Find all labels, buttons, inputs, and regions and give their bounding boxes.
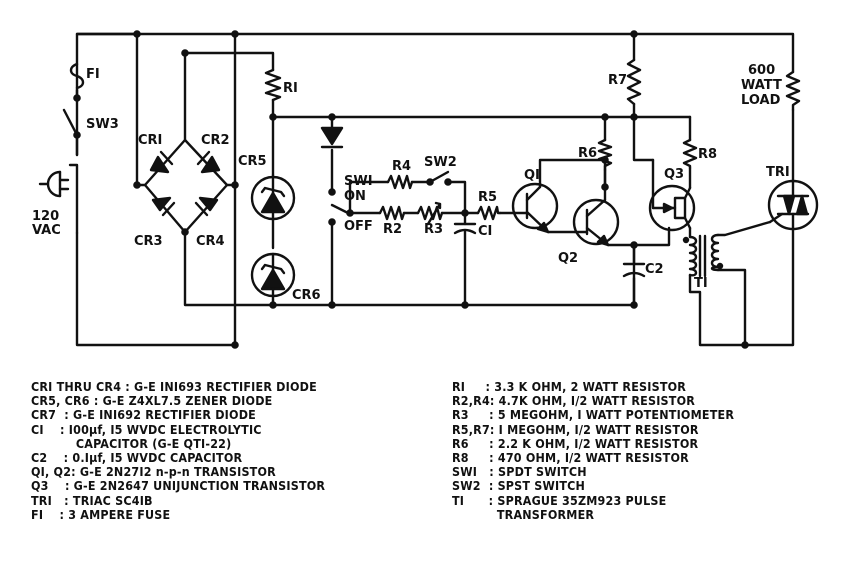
parts-list-entry: QI, Q2: G-E 2N27I2 n-p-n TRANSISTOR bbox=[31, 464, 276, 480]
parts-list-entry: TI : SPRAGUE 35ZM923 PULSE bbox=[452, 492, 667, 508]
parts-list-entry: R2,R4: 4.7K OHM, I/2 WATT RESISTOR bbox=[452, 393, 696, 409]
diode-cr4 bbox=[194, 196, 219, 217]
label-sw3: SW3 bbox=[86, 117, 119, 132]
parts-list-entry: CR5, CR6 : G-E Z4XL7.5 ZENER DIODE bbox=[31, 393, 273, 409]
load-symbol bbox=[785, 70, 801, 112]
label-cr2: CR2 bbox=[201, 133, 230, 148]
label-supply-voltage: 120 bbox=[32, 209, 59, 224]
parts-list-entry: RI : 3.3 K OHM, 2 WATT RESISTOR bbox=[452, 379, 687, 394]
parts-list-entry: C2 : 0.Iµf, I5 WVDC CAPACITOR bbox=[31, 450, 243, 466]
zener-cr5-symbol bbox=[250, 173, 296, 222]
parts-list-entry: R5,R7: I MEGOHM, I/2 WATT RESISTOR bbox=[452, 421, 699, 437]
parts-list-left-column: CRI THRU CR4 : G-E INI693 RECTIFIER DIOD… bbox=[31, 379, 451, 522]
resistor-r1-symbol bbox=[264, 68, 282, 121]
label-r8: R8 bbox=[698, 147, 717, 162]
resistor-r5-symbol bbox=[476, 205, 502, 221]
label-cr4: CR4 bbox=[196, 234, 225, 249]
triac-tr1-symbol bbox=[767, 178, 819, 232]
resistor-r2-symbol bbox=[378, 205, 406, 221]
label-r2: R2 bbox=[383, 222, 402, 237]
label-q3: Q3 bbox=[664, 167, 684, 182]
label-supply-unit: VAC bbox=[32, 223, 61, 238]
label-load-line2: WATT bbox=[741, 78, 782, 93]
label-sw2: SW2 bbox=[424, 155, 457, 170]
parts-list-entry: FI : 3 AMPERE FUSE bbox=[31, 506, 171, 522]
label-sw1-off: OFF bbox=[344, 219, 373, 234]
label-r5: R5 bbox=[478, 190, 497, 205]
label-load-line3: LOAD bbox=[741, 93, 781, 108]
parts-list-entry: CI : I00µf, I5 WVDC ELECTROLYTIC bbox=[31, 421, 262, 437]
diode-cr1 bbox=[149, 150, 174, 174]
parts-list-entry: SWI : SPDT SWITCH bbox=[452, 464, 587, 480]
parts-list-entry: CRI THRU CR4 : G-E INI693 RECTIFIER DIOD… bbox=[31, 379, 317, 394]
diode-cr2 bbox=[196, 150, 221, 174]
parts-list-entry: TRANSFORMER bbox=[452, 506, 595, 522]
parts-list-entry: Q3 : G-E 2N2647 UNIJUNCTION TRANSISTOR bbox=[31, 478, 326, 494]
label-r3: R3 bbox=[424, 222, 443, 237]
zener-cr6-symbol bbox=[250, 252, 296, 302]
transformer-t1-symbol bbox=[682, 233, 724, 278]
transistor-q2-symbol bbox=[572, 183, 620, 247]
label-sw1: SWI bbox=[344, 174, 373, 189]
label-r4: R4 bbox=[392, 159, 411, 174]
parts-list-entry: CR7 : G-E INI692 RECTIFIER DIODE bbox=[31, 407, 256, 423]
capacitor-c2-symbol bbox=[622, 241, 646, 309]
label-cr3: CR3 bbox=[134, 234, 163, 249]
label-c1: CI bbox=[478, 224, 492, 239]
diode-cr7-symbol bbox=[320, 113, 344, 309]
parts-list-entry: TRI : TRIAC SC4IB bbox=[31, 492, 153, 508]
label-tr1: TRI bbox=[766, 165, 790, 180]
bridge-rectifier bbox=[133, 49, 239, 236]
parts-list-entry: SW2 : SPST SWITCH bbox=[452, 478, 586, 494]
parts-list-entry: R6 : 2.2 K OHM, I/2 WATT RESISTOR bbox=[452, 435, 699, 451]
fuse-f1-symbol bbox=[69, 62, 85, 90]
resistor-r7-symbol bbox=[626, 58, 642, 121]
parts-list: CRI THRU CR4 : G-E INI693 RECTIFIER DIOD… bbox=[0, 372, 859, 572]
label-c2: C2 bbox=[645, 262, 664, 277]
parts-list-entry: R3 : 5 MEGOHM, I WATT POTENTIOMETER bbox=[452, 407, 735, 423]
label-sw1-on: ON bbox=[344, 189, 366, 204]
resistor-r4-symbol bbox=[386, 174, 414, 190]
potentiometer-r3-symbol bbox=[416, 201, 444, 226]
label-t1: TI bbox=[694, 276, 708, 291]
label-cr1: CRI bbox=[138, 133, 162, 148]
label-q2: Q2 bbox=[558, 251, 578, 266]
ujt-q3-symbol bbox=[648, 158, 696, 232]
label-f1: FI bbox=[86, 67, 100, 82]
circuit-wires bbox=[75, 32, 795, 347]
label-r7: R7 bbox=[608, 73, 627, 88]
switch-sw3-symbol bbox=[62, 88, 81, 157]
label-r1: RI bbox=[283, 81, 298, 96]
parts-list-right-column: RI : 3.3 K OHM, 2 WATT RESISTOR R2,R4: 4… bbox=[452, 379, 852, 522]
switch-sw1-symbol bbox=[328, 188, 354, 226]
capacitor-c1-symbol bbox=[453, 209, 477, 309]
label-load-line1: 600 bbox=[748, 63, 775, 78]
label-r6: R6 bbox=[578, 146, 597, 161]
transistor-q1-symbol bbox=[511, 182, 559, 234]
parts-list-entry: R8 : 470 OHM, I/2 WATT RESISTOR bbox=[452, 450, 689, 466]
switch-sw2-symbol bbox=[426, 170, 452, 186]
component-labels: FI SW3 120 VAC CRI CR2 CR3 CR4 RI CR5 CR… bbox=[32, 63, 790, 303]
resistor-r8-symbol bbox=[682, 138, 698, 170]
circuit-schematic: FI SW3 120 VAC CRI CR2 CR3 CR4 RI CR5 CR… bbox=[32, 30, 819, 349]
label-cr6: CR6 bbox=[292, 288, 321, 303]
diode-cr3 bbox=[151, 196, 176, 217]
parts-list-entry: CAPACITOR (G-E QTI-22) bbox=[31, 435, 232, 451]
resistor-r6-symbol bbox=[597, 113, 613, 172]
label-cr5: CR5 bbox=[238, 154, 267, 169]
ac-plug-symbol bbox=[38, 163, 79, 235]
label-q1: QI bbox=[524, 168, 540, 183]
